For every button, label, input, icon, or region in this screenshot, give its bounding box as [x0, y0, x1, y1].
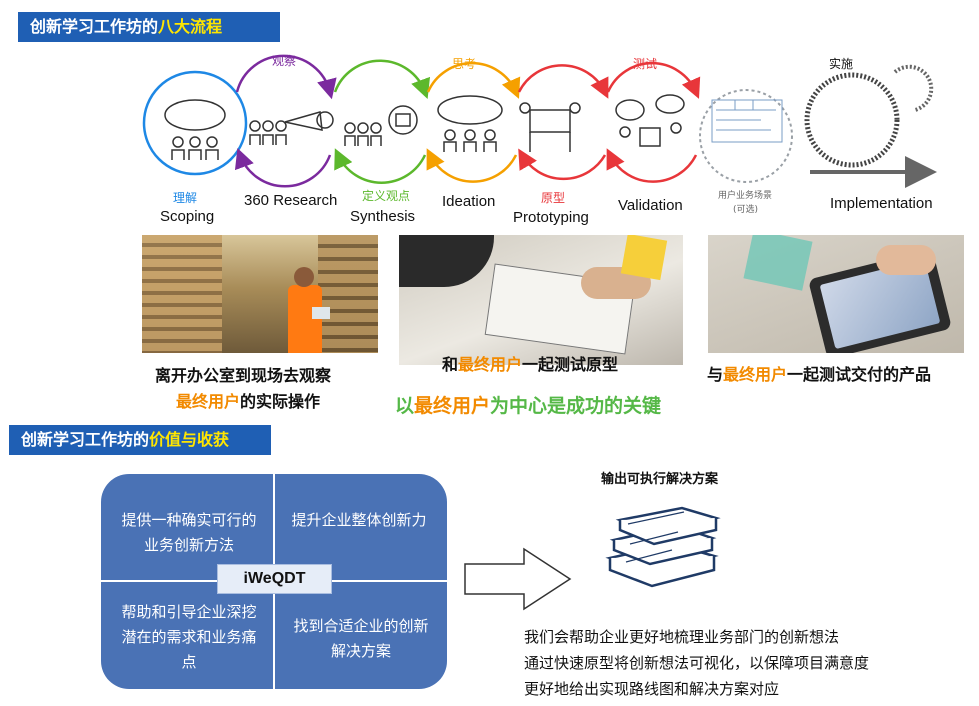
quad-bottom-right: 找到合适企业的创新解决方案: [293, 617, 429, 660]
output-line-1: 我们会帮助企业更好地梳理业务部门的创新想法: [524, 628, 840, 646]
key-rest: 为中心是成功的关键: [490, 395, 662, 417]
key-message: 以最终用户为中心是成功的关键: [395, 391, 661, 418]
step-scoping: Scoping: [160, 208, 215, 225]
research-arc-top: [235, 54, 337, 100]
caption-test-prototype: 和最终用户一起测试原型: [442, 351, 618, 375]
section-title-prefix: 创新学习工作坊的: [30, 17, 159, 36]
scoping-sketch-icon: [164, 99, 226, 160]
prototype-arc-bottom: [518, 148, 607, 181]
step-scoping-cn: 理解: [173, 191, 198, 205]
step-ideation: Ideation: [442, 193, 496, 210]
synthesis-sketch-icon: [344, 105, 418, 146]
step-synthesis: Synthesis: [350, 208, 416, 225]
ideation-sketch-icon: [437, 95, 503, 152]
section-title-process: 创新学习工作坊的八大流程: [18, 12, 280, 42]
implementation-loop: [804, 72, 900, 168]
label-observe: 观察: [272, 54, 297, 68]
caption-observe-users: 离开办公室到现场去观察: [155, 366, 332, 385]
scenario-sketch-icon: [711, 99, 783, 143]
ideation-arc-bottom: [426, 148, 518, 183]
label-test: 测试: [633, 57, 658, 71]
validation-sketch-icon: [615, 94, 685, 147]
step-synthesis-cn: 定义观点: [362, 189, 411, 203]
implementation-spiral: [893, 64, 934, 112]
output-line-3: 更好地给出实现路线图和解决方案对应: [524, 680, 780, 698]
section-title-value: 创新学习工作坊的价值与收获: [9, 425, 271, 455]
section-title-highlight: 八大流程: [158, 17, 223, 36]
paper-prototype-photo: [399, 235, 683, 365]
step-implementation: Implementation: [830, 195, 933, 212]
step-scenario-cn: 用户业务场景: [718, 191, 773, 201]
ideation-arc-top: [426, 61, 521, 99]
caption-pre: 与: [707, 365, 724, 384]
synthesis-arc-top: [333, 59, 431, 100]
quad-top-left: 提供一种确实可行的业务创新方法: [121, 511, 257, 554]
prototype-arc-top: [517, 64, 609, 99]
caption-highlight: 最终用户: [723, 365, 788, 384]
scenario-loop: [699, 89, 793, 183]
label-think: 思考: [452, 57, 477, 71]
research-arc-bottom: [234, 147, 332, 188]
validation-arc-top: [606, 61, 701, 99]
step-validation: Validation: [618, 197, 683, 214]
synthesis-arc-bottom: [334, 148, 427, 184]
output-title: 输出可执行解决方案: [601, 472, 719, 487]
step-prototyping: Prototyping: [513, 209, 589, 226]
caption-test-product: 与最终用户一起测试交付的产品: [707, 361, 931, 385]
caption-highlight: 最终用户: [176, 392, 241, 411]
right-arrow-icon: [464, 547, 572, 611]
section-title-highlight: 价值与收获: [149, 430, 230, 449]
center-label: iWeQDT: [217, 564, 332, 594]
prototyping-sketch-icon: [519, 102, 581, 152]
scoping-loop: [142, 70, 248, 176]
validation-arc-bottom: [606, 148, 698, 183]
caption-highlight: 最终用户: [458, 355, 523, 374]
label-implement: 实施: [829, 57, 854, 71]
quad-bottom-left: 帮助和引导企业深挖潜在的需求和业务痛点: [121, 603, 257, 671]
key-pre: 以: [395, 395, 415, 417]
caption-rest: 的实际操作: [240, 392, 321, 411]
step-prototyping-cn: 原型: [541, 191, 566, 205]
tablet-photo: [708, 235, 964, 353]
step-research: 360 Research: [244, 192, 338, 209]
caption-pre: 和: [442, 355, 459, 374]
quad-top-right: 提升企业整体创新力: [291, 511, 427, 529]
research-sketch-icon: [249, 111, 334, 145]
section-title-prefix: 创新学习工作坊的: [21, 430, 150, 449]
caption-rest: 一起测试交付的产品: [787, 365, 932, 384]
caption-rest: 一起测试原型: [522, 355, 619, 374]
key-highlight: 最终用户: [414, 395, 491, 417]
warehouse-photo: [142, 235, 378, 353]
books-icon: [605, 506, 721, 588]
process-loop-diagram: [142, 54, 937, 188]
output-line-2: 通过快速原型将创新想法可视化，以保障项目满意度: [524, 654, 870, 672]
caption-observe-users-line2: 最终用户的实际操作: [176, 388, 320, 412]
step-scenario-optional: (可选): [733, 205, 759, 215]
